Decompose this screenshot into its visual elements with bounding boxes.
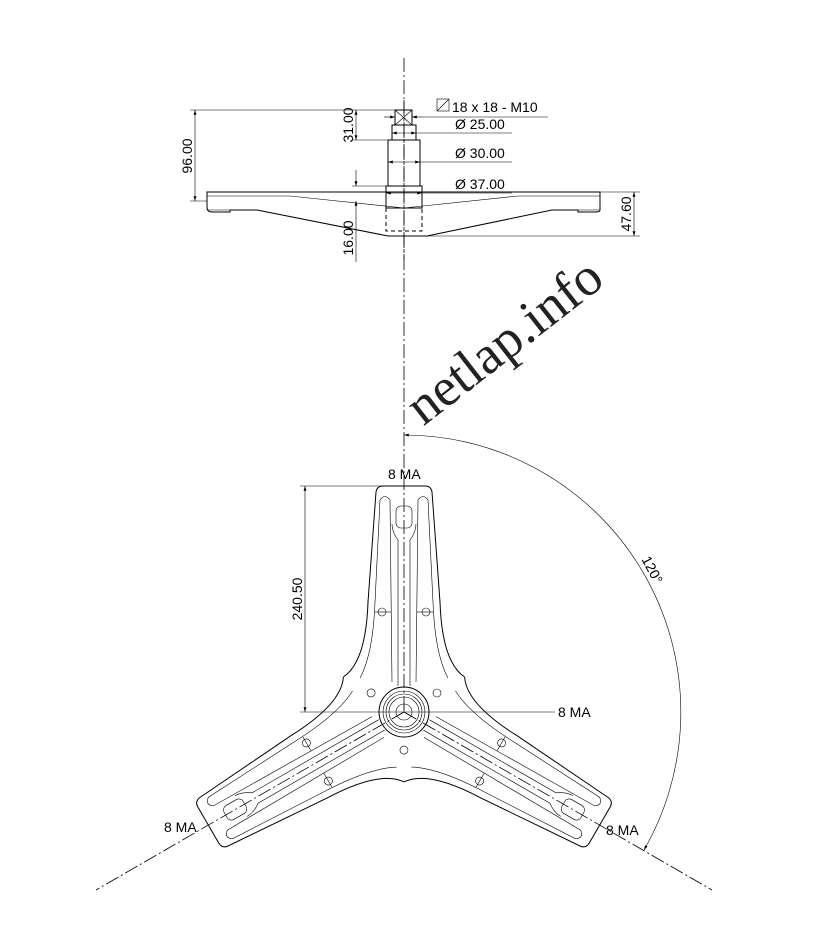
label-right: 8 MA bbox=[606, 822, 639, 838]
watermark: netlap.info bbox=[394, 246, 614, 436]
top-view: 240.50 8 MA 8 MA 8 MA 8 MA 120° bbox=[95, 433, 713, 891]
d30-label: Ø 30.00 bbox=[455, 145, 505, 161]
dim-47-60: 47.60 bbox=[618, 196, 634, 231]
plate bbox=[206, 191, 601, 237]
label-left: 8 MA bbox=[164, 819, 197, 835]
d25-label: Ø 25.00 bbox=[455, 116, 505, 132]
side-view: 96.00 31.00 16.00 47.60 18 x 18 - M10 Ø … bbox=[179, 58, 640, 712]
dim-240-50: 240.50 bbox=[289, 577, 305, 620]
dimensions-side: 96.00 31.00 16.00 47.60 18 x 18 - M10 Ø … bbox=[179, 98, 640, 262]
center-line-right bbox=[403, 711, 713, 891]
angle-label: 120° bbox=[639, 553, 667, 586]
label-top: 8 MA bbox=[388, 466, 421, 482]
d37-label: Ø 37.00 bbox=[455, 176, 505, 192]
dim-31: 31.00 bbox=[340, 107, 356, 142]
angle-arc bbox=[403, 433, 682, 851]
dim-16: 16.00 bbox=[340, 220, 356, 255]
dim-96: 96.00 bbox=[179, 138, 195, 173]
label-center: 8 MA bbox=[558, 704, 591, 720]
square-label: 18 x 18 - M10 bbox=[452, 99, 538, 115]
center-line-left bbox=[95, 711, 405, 891]
